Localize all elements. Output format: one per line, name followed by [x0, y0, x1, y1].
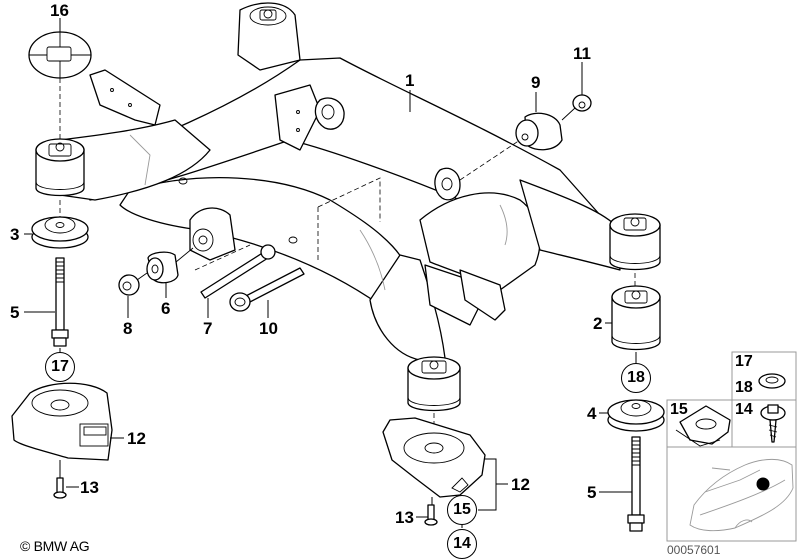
callout-11[interactable]: 11	[573, 44, 591, 63]
nut-8[interactable]	[118, 274, 140, 296]
car-location-icon	[689, 458, 794, 532]
circled-callout-18[interactable]: 18	[621, 363, 651, 393]
legend-label-18: 18	[735, 379, 753, 396]
copyright-text: © BMW AG	[20, 538, 90, 554]
callout-4[interactable]: 4	[587, 404, 597, 423]
right-frame-bushing[interactable]	[609, 213, 661, 271]
callout-12-left[interactable]: 12	[127, 429, 146, 448]
rear-axle-carrier[interactable]	[59, 2, 621, 361]
callout-2[interactable]: 2	[593, 314, 603, 333]
stud-7[interactable]	[200, 244, 276, 299]
washer-3[interactable]	[31, 216, 89, 249]
washer-18-icon	[758, 373, 786, 389]
callout-16[interactable]: 16	[50, 1, 69, 20]
legend-label-15: 15	[670, 401, 688, 418]
callout-6[interactable]: 6	[161, 299, 171, 318]
callout-13-center[interactable]: 13	[395, 508, 414, 527]
location-marker-dot	[756, 477, 770, 491]
mount-block-12-center[interactable]	[382, 417, 486, 498]
mount-block-12-left[interactable]	[11, 382, 113, 461]
nut-11[interactable]	[572, 94, 592, 112]
legend-label-17: 17	[735, 353, 753, 370]
bolt-10[interactable]	[229, 267, 305, 312]
bolt-13-left[interactable]	[53, 477, 67, 499]
bushing-2[interactable]	[611, 285, 661, 351]
bolt-5-right[interactable]	[627, 436, 645, 532]
left-rear-bushing[interactable]	[35, 138, 85, 197]
callout-12-center[interactable]: 12	[511, 475, 530, 494]
washer-4[interactable]	[607, 399, 665, 432]
callout-9[interactable]: 9	[531, 73, 541, 92]
legend-label-14: 14	[735, 401, 753, 418]
clip-nut-15-icon	[675, 405, 731, 447]
callout-10[interactable]: 10	[259, 319, 278, 338]
bolt-5-left[interactable]	[51, 257, 69, 347]
screw-14-icon	[760, 404, 786, 443]
callout-13-left[interactable]: 13	[80, 478, 99, 497]
callout-5-left[interactable]: 5	[10, 303, 20, 322]
circled-callout-15[interactable]: 15	[447, 495, 477, 525]
circled-callout-14[interactable]: 14	[447, 529, 477, 559]
mount-washer-16[interactable]	[28, 31, 92, 79]
circled-callout-17[interactable]: 17	[45, 352, 75, 382]
bushing-9[interactable]	[515, 112, 563, 151]
center-bushing[interactable]	[407, 356, 461, 412]
callout-1[interactable]: 1	[405, 71, 415, 90]
bolt-13-center[interactable]	[424, 504, 438, 526]
bushing-6[interactable]	[146, 251, 179, 284]
reference-number: 00057601	[667, 543, 721, 557]
callout-5-right[interactable]: 5	[587, 483, 597, 502]
callout-3[interactable]: 3	[10, 225, 20, 244]
callout-8[interactable]: 8	[123, 319, 133, 338]
callout-7[interactable]: 7	[203, 319, 213, 338]
